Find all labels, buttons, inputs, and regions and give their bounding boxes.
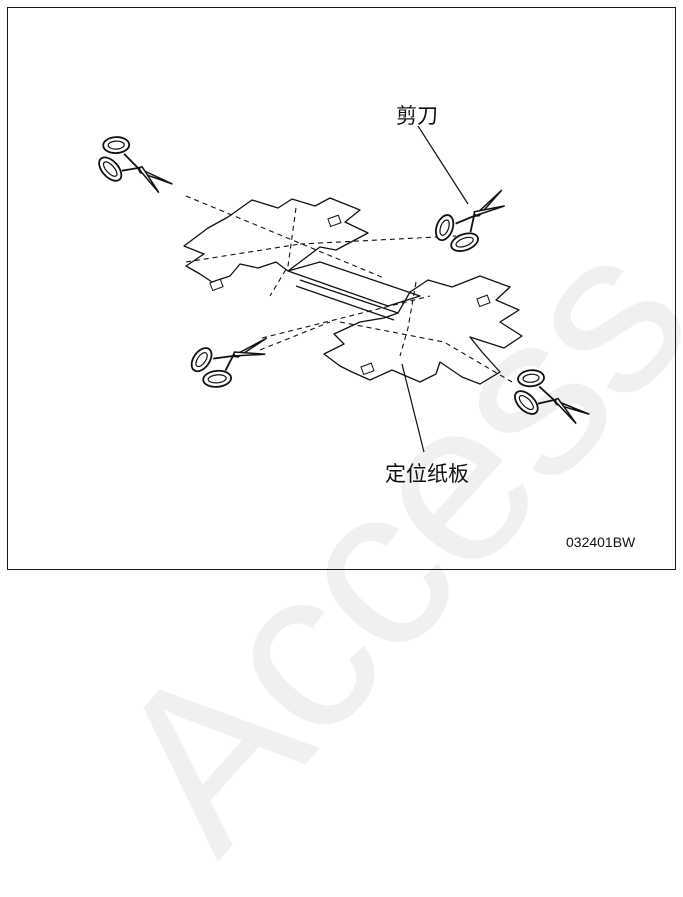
template-sheet: [183, 197, 523, 385]
cut-lines: [185, 195, 513, 383]
scissors-leader: [417, 125, 469, 205]
template-label: 定位纸板: [385, 462, 469, 486]
figure-code: 032401BW: [566, 534, 636, 550]
scissors-label: 剪刀: [396, 104, 438, 128]
template-leader: [401, 363, 425, 453]
template-cutting-diagram: [84, 125, 600, 453]
scissors-icon: [181, 317, 280, 400]
scissors-icon: [423, 172, 521, 267]
scissors-icon: [500, 358, 600, 441]
figure-frame: [7, 7, 676, 570]
scissors-icon: [84, 125, 184, 210]
